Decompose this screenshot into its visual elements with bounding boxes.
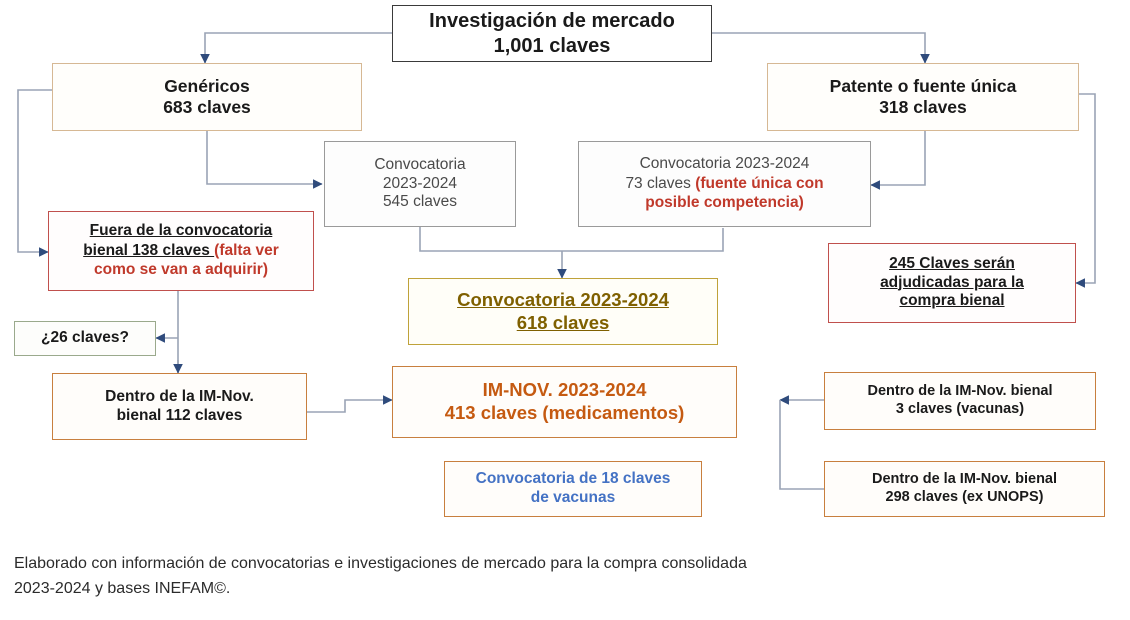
node-dentro-298-unops[interactable]: Dentro de la IM-Nov. bienal 298 claves (…	[824, 461, 1105, 517]
link-root-patente	[712, 32, 930, 64]
conv73-line2-red: (fuente única con	[695, 175, 824, 193]
genericos-line2: 683 claves	[163, 97, 251, 117]
conv73-line2: 73 claves	[625, 175, 696, 193]
node-convocatoria-18-vacunas[interactable]: Convocatoria de 18 claves de vacunas	[444, 461, 702, 517]
dentro298-line2: 298 claves (ex UNOPS)	[885, 489, 1044, 505]
root-line1: Investigación de mercado	[429, 10, 675, 33]
link-dentro112-imnov	[307, 395, 393, 413]
conv618-line1: Convocatoria 2023-2024	[457, 288, 669, 310]
dentro3-line1: Dentro de la IM-Nov. bienal	[867, 383, 1053, 400]
node-dentro-3-vacunas[interactable]: Dentro de la IM-Nov. bienal 3 claves (va…	[824, 372, 1096, 430]
link-merge-conv618	[419, 227, 724, 252]
node-26-claves[interactable]: ¿26 claves?	[14, 321, 156, 356]
node-dentro-112[interactable]: Dentro de la IM-Nov. bienal 112 claves	[52, 373, 307, 440]
conv73-line1: Convocatoria 2023-2024	[639, 155, 810, 173]
claves26-line1: ¿26 claves?	[41, 329, 129, 347]
claves245-line2: adjudicadas para la	[880, 273, 1024, 291]
conv73-line2-wrap: 73 claves (fuente única con	[625, 174, 823, 194]
dentro3-line2: 3 claves (vacunas)	[895, 401, 1025, 417]
dentro112-line2: bienal 112 claves	[116, 406, 243, 424]
node-245-claves-adjudicadas[interactable]: 245 Claves serán adjudicadas para la com…	[828, 243, 1076, 323]
dentro112-line1: Dentro de la IM-Nov.	[105, 387, 254, 405]
patente-line2: 318 claves	[879, 97, 967, 117]
caption-line2: 2023-2024 y bases INEFAM©.	[14, 579, 231, 597]
claves245-line3: compra bienal	[899, 292, 1005, 310]
link-genericos-fuera	[17, 89, 52, 257]
node-genericos[interactable]: Genéricos 683 claves	[52, 63, 362, 131]
conv73-line3-red: posible competencia)	[645, 193, 804, 211]
conv618-line2: 618 claves	[516, 311, 610, 333]
imnov-line2: 413 claves (medicamentos)	[444, 402, 685, 423]
link-dentro298-imnov	[779, 400, 824, 490]
node-convocatoria-73[interactable]: Convocatoria 2023-2024 73 claves (fuente…	[578, 141, 871, 227]
fuera-line2-red: (falta ver	[214, 242, 279, 260]
node-investigacion-mercado[interactable]: Investigación de mercado 1,001 claves	[392, 5, 712, 62]
vacunas18-line1: Convocatoria de 18 claves	[475, 470, 671, 488]
root-line2: 1,001 claves	[493, 34, 611, 57]
caption-line1: Elaborado con información de convocatori…	[14, 555, 747, 572]
vacunas18-line2: de vacunas	[530, 489, 616, 506]
conv545-line1: Convocatoria	[374, 155, 466, 173]
genericos-line1: Genéricos	[164, 75, 250, 96]
fuera-line2: bienal 138 claves	[83, 242, 215, 260]
figure-caption: Elaborado con información de convocatori…	[14, 552, 1104, 602]
link-genericos-conv545	[206, 131, 323, 189]
node-convocatoria-618[interactable]: Convocatoria 2023-2024 618 claves	[408, 278, 718, 345]
node-convocatoria-545[interactable]: Convocatoria 2023-2024 545 claves	[324, 141, 516, 227]
patente-line1: Patente o fuente única	[829, 75, 1017, 96]
node-im-nov-413[interactable]: IM-NOV. 2023-2024 413 claves (medicament…	[392, 366, 737, 438]
fuera-line1: Fuera de la convocatoria	[89, 222, 273, 240]
node-patente-fuente-unica[interactable]: Patente o fuente única 318 claves	[767, 63, 1079, 131]
fuera-line2-wrap: bienal 138 claves (falta ver	[83, 241, 279, 261]
claves245-line1: 245 Claves serán	[889, 254, 1015, 272]
conv545-line3: 545 claves	[382, 193, 458, 211]
imnov-line1: IM-NOV. 2023-2024	[482, 379, 647, 401]
node-fuera-convocatoria[interactable]: Fuera de la convocatoria bienal 138 clav…	[48, 211, 314, 291]
dentro298-line1: Dentro de la IM-Nov. bienal	[871, 471, 1058, 488]
fuera-line3-red: como se van a adquirir)	[93, 260, 268, 278]
link-patente-conv73	[870, 131, 926, 190]
conv545-line2: 2023-2024	[382, 174, 458, 192]
